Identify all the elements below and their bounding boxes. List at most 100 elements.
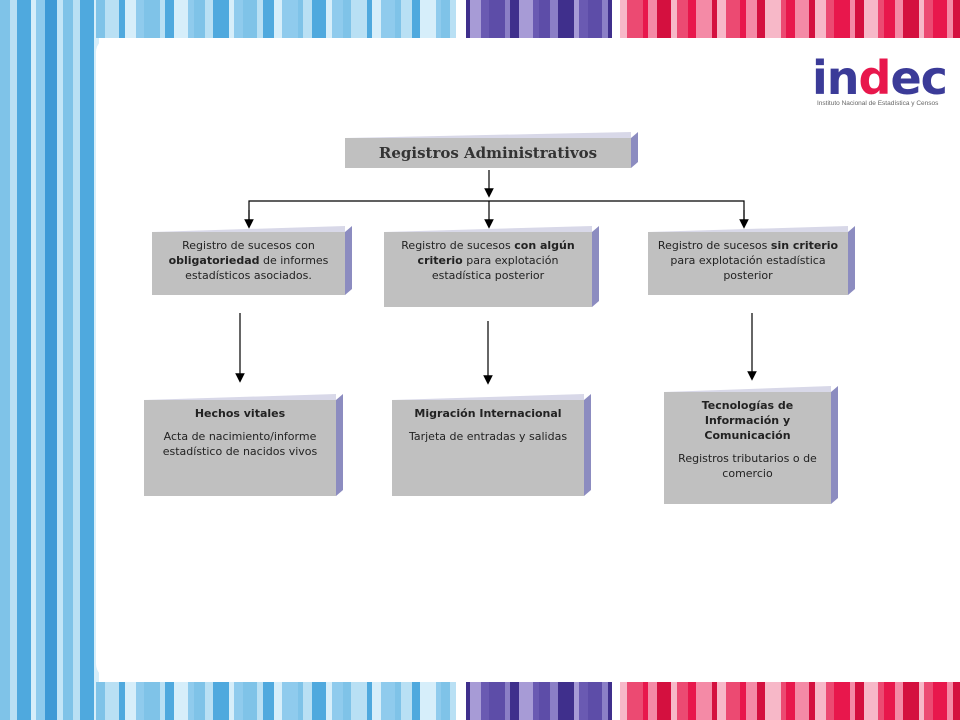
stripe <box>57 0 63 720</box>
stripe <box>757 0 765 38</box>
stripe <box>470 0 481 38</box>
stripe <box>612 682 620 720</box>
stripe <box>558 0 574 38</box>
stripe <box>31 0 36 720</box>
stripe <box>550 682 558 720</box>
content-panel <box>96 38 960 678</box>
stripe <box>895 0 903 38</box>
stripe <box>332 0 343 38</box>
stripe <box>648 682 657 720</box>
stripe <box>933 682 947 720</box>
node-hechos-vitales: Hechos vitales Acta de nacimiento/inform… <box>144 400 336 496</box>
stripe <box>372 0 381 38</box>
node-detail: Acta de nacimiento/informe estadístico d… <box>162 430 318 458</box>
stripe <box>746 682 757 720</box>
stripe <box>441 0 450 38</box>
stripe <box>924 0 933 38</box>
stripe <box>343 0 351 38</box>
stripe <box>456 0 466 38</box>
stripe <box>648 0 657 38</box>
stripe <box>45 0 57 720</box>
stripe <box>671 682 677 720</box>
node-tic: Tecnologías de Información y Comunicació… <box>664 392 831 504</box>
stripe <box>533 0 539 38</box>
stripe <box>602 682 608 720</box>
stripe <box>795 0 809 38</box>
stripe <box>602 0 608 38</box>
stripe <box>947 682 953 720</box>
stripe <box>781 0 786 38</box>
stripe <box>213 0 229 38</box>
stripe <box>726 0 740 38</box>
stripe <box>826 682 834 720</box>
stripe <box>229 0 234 38</box>
stripe <box>850 0 855 38</box>
stripe <box>174 682 188 720</box>
stripe <box>519 0 533 38</box>
stripe <box>263 682 274 720</box>
stripe <box>505 0 510 38</box>
stripe <box>188 682 194 720</box>
logo-subtitle: Instituto Nacional de Estadística y Cens… <box>817 100 939 107</box>
stripe <box>303 0 312 38</box>
stripe <box>274 682 282 720</box>
stripe <box>395 682 401 720</box>
stripe <box>903 0 919 38</box>
stripe <box>470 682 481 720</box>
stripe <box>489 0 505 38</box>
stripe <box>326 0 332 38</box>
stripe <box>274 0 282 38</box>
node-sin-criterio: Registro de sucesos sin criterio para ex… <box>648 232 848 295</box>
stripe <box>510 682 519 720</box>
stripe <box>298 0 303 38</box>
stripe <box>619 0 627 38</box>
stripe <box>436 682 441 720</box>
stripe <box>712 0 717 38</box>
stripe <box>717 0 726 38</box>
stripe <box>17 0 31 720</box>
stripe <box>160 0 165 38</box>
stripe <box>229 682 234 720</box>
stripe <box>303 682 312 720</box>
stripe <box>505 682 510 720</box>
stripe <box>574 0 579 38</box>
stripe <box>677 0 688 38</box>
stripe <box>481 0 489 38</box>
stripe <box>489 682 505 720</box>
stripe <box>533 682 539 720</box>
node-migracion: Migración Internacional Tarjeta de entra… <box>392 400 584 496</box>
stripe <box>144 0 160 38</box>
stripe <box>878 0 884 38</box>
stripe <box>627 682 643 720</box>
stripe <box>717 682 726 720</box>
stripe <box>855 0 864 38</box>
stripe <box>401 0 412 38</box>
stripe <box>786 682 795 720</box>
stripe <box>855 682 864 720</box>
stripe <box>895 682 903 720</box>
stripe <box>884 682 895 720</box>
node-detail: Tarjeta de entradas y salidas <box>408 430 568 443</box>
stripe <box>174 0 188 38</box>
stripe <box>464 0 470 38</box>
stripe <box>884 0 895 38</box>
stripe <box>696 682 712 720</box>
stripe <box>619 682 627 720</box>
stripe <box>919 682 924 720</box>
stripe <box>243 0 257 38</box>
stripe <box>657 0 671 38</box>
stripe <box>464 682 470 720</box>
stripe <box>919 0 924 38</box>
stripe <box>765 682 781 720</box>
stripe <box>119 682 125 720</box>
stripe <box>412 0 420 38</box>
stripe <box>671 0 677 38</box>
stripe <box>726 682 740 720</box>
stripe <box>332 682 343 720</box>
root-node: Registros Administrativos <box>345 138 631 168</box>
stripe <box>481 682 489 720</box>
logo-wordmark: indec <box>812 51 948 105</box>
stripe <box>574 682 579 720</box>
stripe <box>657 682 671 720</box>
